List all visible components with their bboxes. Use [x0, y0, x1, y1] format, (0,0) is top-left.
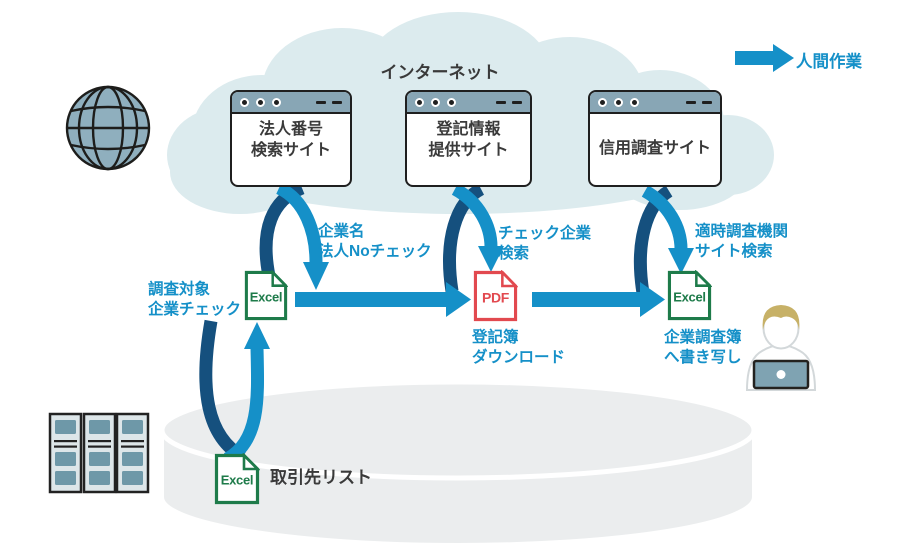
server-racks-icon [48, 412, 150, 494]
document-shape [214, 453, 260, 505]
window-dot-icon [431, 97, 440, 107]
arc-client-list [199, 319, 270, 465]
label-company-name-check: 企業名 法人Noチェック [318, 223, 432, 260]
client-list-label: 取引先リスト [270, 468, 372, 487]
window-dash-icon [702, 100, 712, 104]
legend-arrow-icon [735, 44, 794, 72]
person-at-laptop-icon [745, 305, 817, 391]
excel-file-icon: Excel [667, 270, 712, 321]
internet-cloud-label: インターネット [380, 63, 500, 82]
arrow-excel-to-pdf [295, 282, 471, 317]
excel-file-icon: Excel [244, 270, 288, 321]
window-dot-icon [256, 97, 265, 107]
label-check-company-search: チェック企業 検索 [498, 225, 592, 262]
site-window-registry-info: 登記情報 提供サイト [405, 90, 532, 187]
globe-icon [65, 85, 151, 171]
window-dash-icon [332, 100, 342, 104]
window-dot-icon [415, 97, 424, 107]
document-shape [667, 270, 712, 321]
excel-file-icon: Excel [214, 453, 260, 505]
site-window-credit-research: 信用調査サイト [588, 90, 722, 187]
label-registry-download: 登記簿 ダウンロード [472, 329, 566, 366]
window-dot-icon [598, 97, 607, 107]
browser-titlebar [407, 92, 530, 114]
browser-titlebar [232, 92, 350, 114]
window-dot-icon [614, 97, 623, 107]
arc-site1 [259, 181, 329, 290]
arc-site3 [633, 185, 694, 295]
site-window-corporate-number: 法人番号 検索サイト [230, 90, 352, 187]
window-dot-icon [240, 97, 249, 107]
window-dashes [316, 100, 342, 104]
window-dash-icon [496, 100, 506, 104]
label-timely-agency-search: 適時調査機関 サイト検索 [695, 223, 789, 260]
label-transcribe: 企業調査簿 へ書き写し [664, 329, 742, 366]
window-dashes [686, 100, 712, 104]
database-cylinder [159, 379, 757, 547]
document-shape [244, 270, 288, 321]
window-dash-icon [512, 100, 522, 104]
site-title: 信用調査サイト [598, 140, 711, 157]
window-dashes [496, 100, 522, 104]
window-dot-icon [447, 97, 456, 107]
site-title: 登記情報 提供サイト [428, 121, 509, 159]
pdf-file-icon: PDF [473, 270, 518, 322]
browser-titlebar [590, 92, 720, 114]
label-survey-target-check: 調査対象 企業チェック [148, 281, 242, 318]
site-title: 法人番号 検索サイト [250, 121, 331, 159]
window-dot-icon [272, 97, 281, 107]
arrow-pdf-to-excel [532, 282, 665, 317]
arc-site2 [443, 183, 504, 293]
window-dash-icon [316, 100, 326, 104]
document-shape [473, 270, 518, 322]
window-dot-icon [630, 97, 639, 107]
human-work-legend-label: 人間作業 [796, 53, 862, 71]
window-dash-icon [686, 100, 696, 104]
